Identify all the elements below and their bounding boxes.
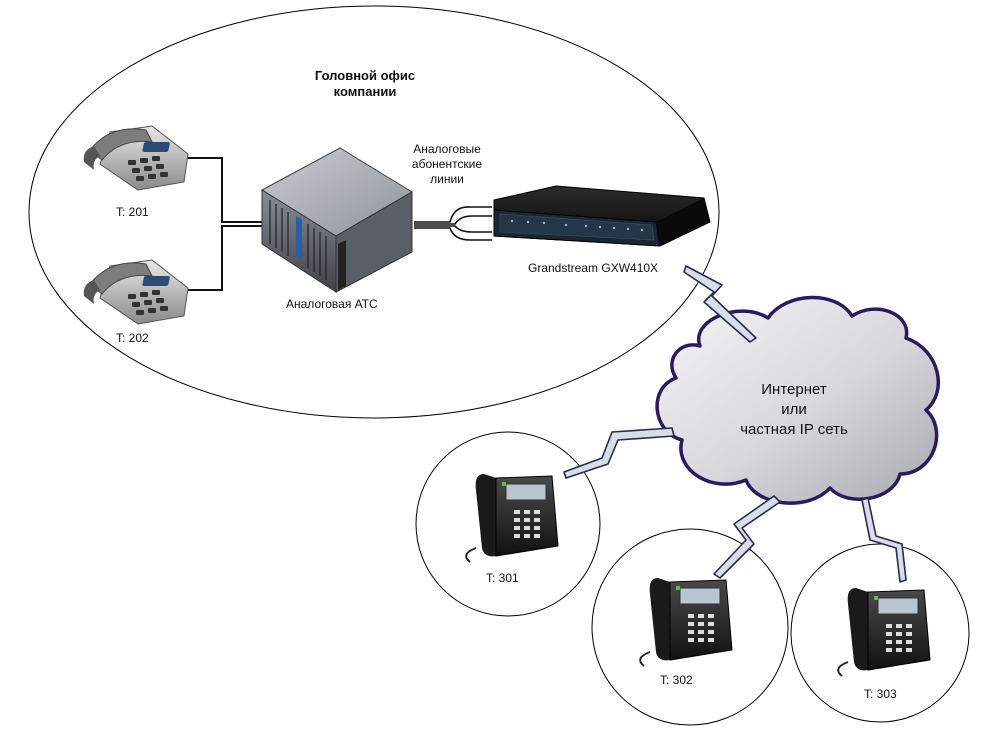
bolt-cloud-302	[713, 495, 781, 579]
gateway-gxw410x-icon	[493, 185, 711, 247]
cloud-label-line3: частная IP сеть	[740, 421, 848, 438]
ip-phone-301-icon	[465, 474, 559, 563]
office-title-line1: Головной офис	[314, 68, 416, 83]
lines-label: Аналоговые абонентские линии	[392, 142, 502, 187]
link-bolts	[563, 265, 907, 583]
analog-phone-202-icon	[83, 259, 189, 325]
head-office-boundary	[28, 5, 720, 419]
ip-phone-302-boundary	[591, 528, 789, 726]
office-title-line2: компании	[333, 84, 397, 99]
analog-pbx-icon	[261, 147, 413, 293]
cloud-label: Интернет или частная IP сеть	[724, 380, 864, 440]
bolt-gateway-cloud	[683, 265, 757, 343]
gateway-label: Grandstream GXW410X	[528, 261, 659, 275]
ip-phone-301-boundary	[415, 431, 601, 617]
pbx-label: Аналоговая АТС	[286, 297, 378, 311]
analog-phone-202-label: T: 202	[116, 331, 149, 345]
ip-phone-302-icon	[639, 578, 733, 667]
phone-pbx-wires	[186, 157, 262, 291]
office-title: Головной офис компании	[285, 68, 445, 100]
bolt-cloud-301	[563, 427, 675, 479]
ip-phone-303-icon	[837, 588, 931, 677]
bolt-cloud-303	[861, 497, 907, 583]
ip-phone-303-label: T: 303	[864, 687, 897, 701]
lines-label-line1: Аналоговые	[413, 142, 481, 156]
lines-label-line3: линии	[430, 172, 464, 186]
pbx-gateway-wires	[414, 206, 492, 241]
lines-label-line2: абонентские	[411, 157, 483, 171]
cloud-label-line1: Интернет	[761, 381, 827, 398]
ip-phone-303-boundary	[790, 543, 970, 723]
ip-phone-302-label: T: 302	[660, 673, 693, 687]
analog-phone-201-label: T: 201	[116, 205, 149, 219]
analog-phone-201-icon	[83, 125, 189, 191]
cloud-label-line2: или	[781, 401, 807, 418]
ip-phone-301-label: T: 301	[486, 571, 519, 585]
